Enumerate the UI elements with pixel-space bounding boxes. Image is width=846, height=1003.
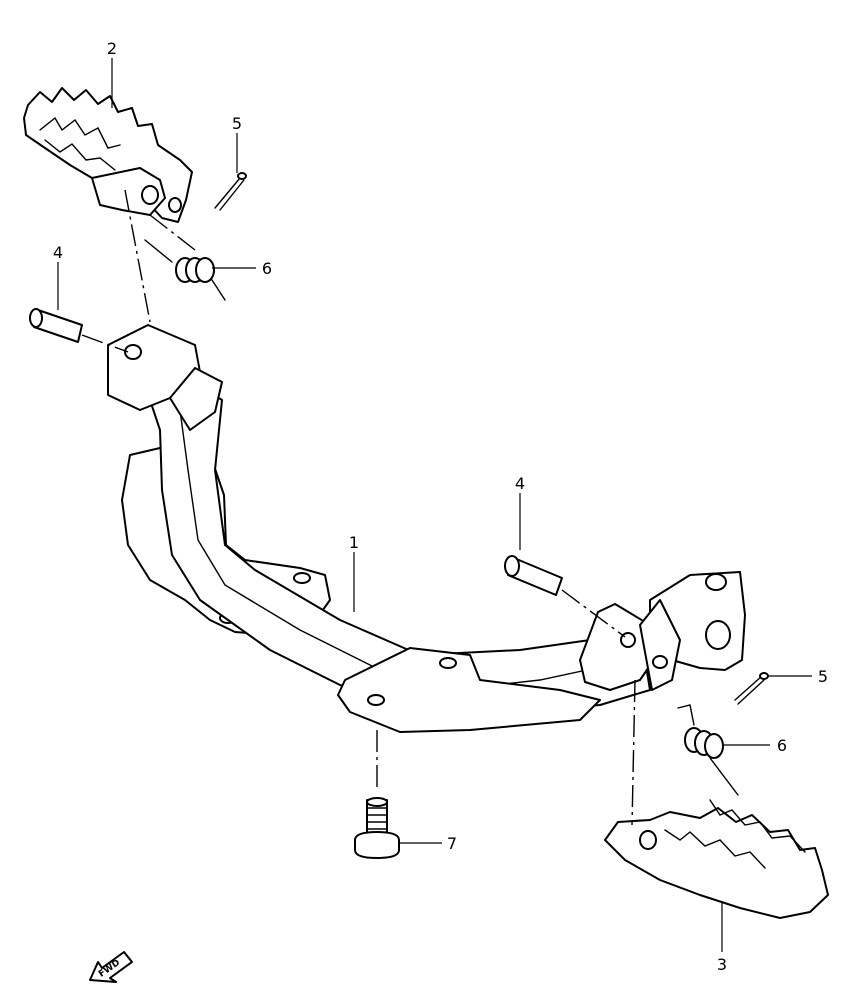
callout-7: 7	[447, 834, 457, 853]
callout-2: 2	[107, 39, 117, 58]
callout-labels: 1 2 3 4 4 5 5 6 6 7	[53, 39, 828, 974]
bolt	[354, 797, 400, 859]
callout-6-left: 6	[262, 259, 272, 278]
cotter-pin-left	[214, 172, 247, 211]
callout-4-left: 4	[53, 243, 63, 262]
pin-right	[504, 555, 563, 596]
callout-5-right: 5	[818, 667, 828, 686]
callout-5-left: 5	[232, 114, 242, 133]
callout-3: 3	[717, 955, 727, 974]
callout-6-right: 6	[777, 736, 787, 755]
footrest-left	[23, 87, 193, 223]
assembly-lines	[81, 189, 636, 826]
leader-lines	[57, 58, 812, 952]
spring-left	[144, 239, 226, 301]
footrest-right	[604, 799, 829, 919]
footrest-bracket-frame	[107, 324, 746, 733]
fwd-arrow-icon: FWD	[89, 951, 133, 983]
callout-1: 1	[349, 533, 359, 552]
callout-4-right: 4	[515, 474, 525, 493]
cotter-pin-right	[734, 672, 769, 705]
spring-right	[677, 704, 739, 796]
pin-left	[29, 308, 83, 343]
